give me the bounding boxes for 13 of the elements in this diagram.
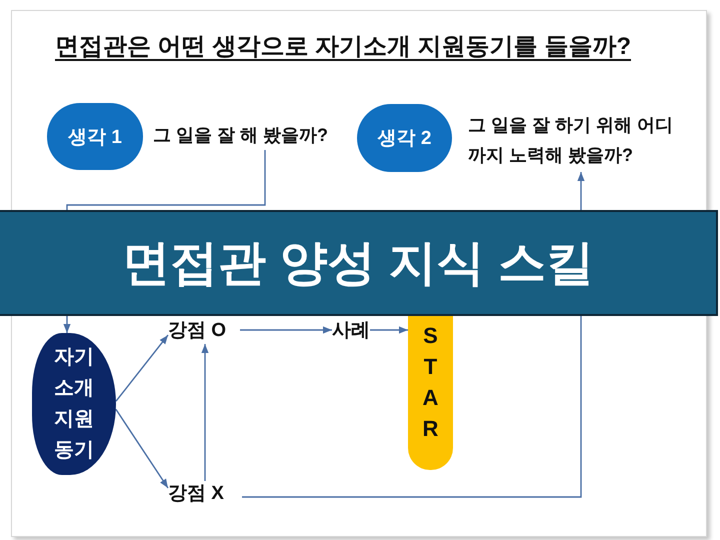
arrow: [115, 334, 169, 402]
arrow: [240, 326, 332, 334]
question-text: 그 일을 잘 해 봤을까?: [153, 120, 335, 150]
text-label: 강점 O: [168, 318, 240, 344]
title: 면접관은 어떤 생각으로 자기소개 지원동기를 들을까?: [55, 32, 631, 62]
vertical-pill: S T A R: [408, 316, 453, 470]
arrow: [201, 344, 209, 481]
text-label: 강점 X: [168, 481, 242, 509]
title-banner: 면접관 양성 지식 스킬: [0, 210, 718, 316]
question-text: 그 일을 잘 하기 위해 어디 까지 노력해 봤을까?: [468, 110, 682, 172]
text-label: 사례: [332, 318, 370, 344]
arrow: [370, 326, 408, 334]
arrow: [115, 408, 169, 488]
